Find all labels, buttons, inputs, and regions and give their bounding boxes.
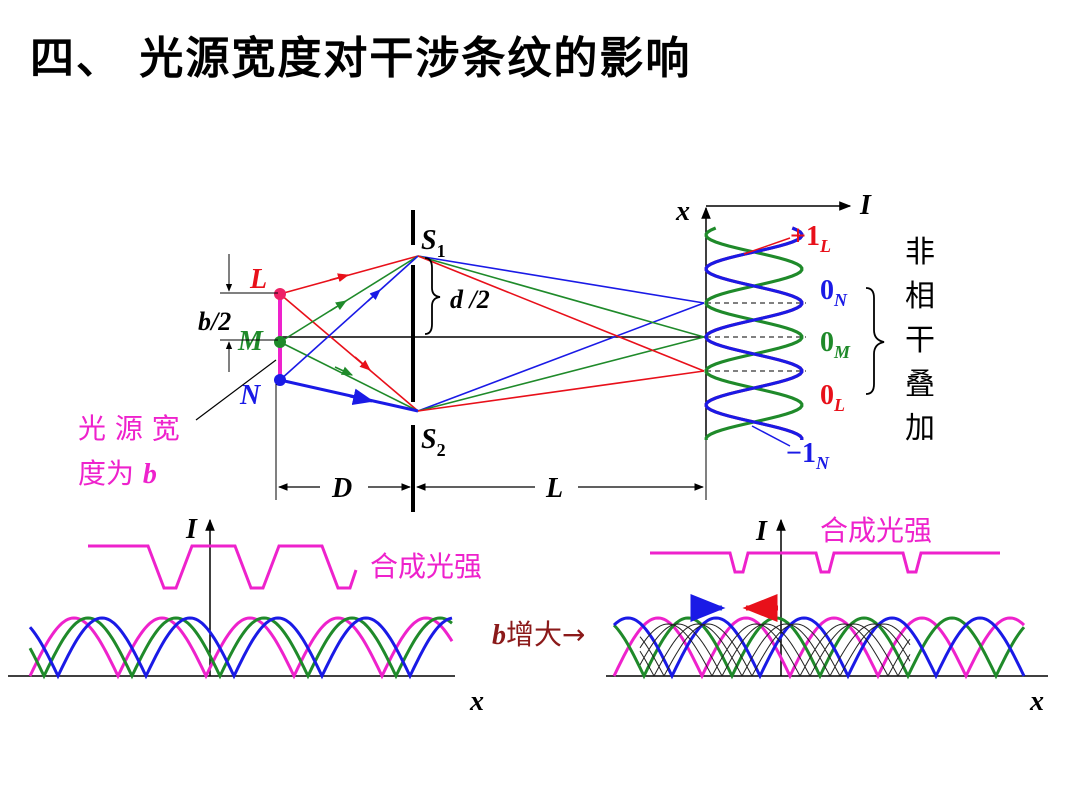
ray-S2-screen-blue — [417, 302, 705, 412]
source-width-line2-prefix: 度为 — [78, 457, 143, 490]
ray-S1-screen-blue — [417, 255, 705, 304]
label-S1-sub: 1 — [437, 241, 446, 261]
label-L: L — [249, 264, 267, 295]
ray-S2-screen-green — [417, 336, 705, 412]
label-S1-main: S — [421, 225, 437, 256]
label-N: N — [239, 380, 262, 411]
incoherent-char-5: 加 — [905, 411, 935, 446]
order-0N-main: 0 — [820, 275, 834, 306]
br-b-prefix: b — [492, 620, 506, 651]
label-D: D — [331, 473, 352, 504]
label-S1: S1 — [421, 225, 446, 261]
ray-arrow-M1 — [329, 300, 347, 312]
bl-resultant-curve — [88, 544, 358, 590]
slide-title: 四、 光源宽度对干涉条纹的影响 — [30, 33, 692, 84]
ray-S2-screen-red — [417, 370, 705, 412]
ray-N-S2 — [279, 378, 419, 413]
ray-S1-screen-green — [417, 255, 705, 338]
order-plus1L-sub: L — [819, 236, 831, 256]
order-0L-sub: L — [833, 395, 845, 415]
bl-component-curves — [28, 616, 454, 680]
br-component-curve-M — [612, 616, 1026, 680]
source-point-N — [274, 374, 286, 386]
source-point-L — [274, 288, 286, 300]
leader-minus1N — [751, 425, 791, 447]
fringe-curve-N — [704, 226, 804, 440]
source-point-M — [274, 336, 286, 348]
bl-component-curve-M — [28, 616, 453, 680]
order-minus1N-sub: N — [815, 453, 830, 473]
ray-M-S1 — [279, 255, 419, 343]
order-0N-sub: N — [833, 290, 848, 310]
label-source-width-line1: 光 源 宽 — [78, 412, 180, 445]
label-d-half: d /2 — [450, 285, 490, 314]
label-M: M — [237, 326, 264, 357]
ray-N-S1 — [279, 255, 419, 381]
ray-arrow-N2 — [349, 388, 375, 406]
br-component-curve-N — [612, 616, 1026, 680]
br-component-curves — [612, 616, 1026, 680]
incoherent-char-1: 非 — [905, 235, 935, 270]
ray-arrow-M2 — [334, 366, 354, 376]
fringe-curve-M — [704, 226, 804, 440]
order-label-plus1L: +1L — [790, 221, 831, 256]
label-b-half: b/2 — [198, 307, 231, 336]
order-0M-sub: M — [833, 342, 851, 362]
br-label-resultant: 合成光强 — [820, 514, 932, 547]
fringe-curves — [704, 226, 804, 440]
leader-plus1L — [743, 237, 791, 255]
ray-arrow-L2 — [354, 356, 371, 371]
label-S2-sub: 2 — [437, 440, 446, 460]
label-source-width-line2: 度为 b — [78, 457, 157, 490]
ray-S1-screen-red — [417, 255, 705, 372]
ray-L-S2 — [279, 293, 419, 412]
source-width-b: b — [143, 459, 157, 490]
bl-component-curve-N — [28, 616, 453, 680]
br-label-b-increase: b增大→ — [492, 618, 585, 651]
incoherent-char-3: 干 — [905, 323, 935, 358]
incoherent-char-2: 相 — [905, 279, 935, 314]
bl-component-curve-L — [28, 616, 454, 680]
br-label-x: x — [1029, 686, 1044, 717]
label-screen-I: I — [859, 190, 872, 221]
order-label-0N: 0N — [820, 275, 848, 310]
label-screen-x: x — [675, 196, 690, 227]
source-width-leader — [195, 359, 277, 421]
order-minus1N-main: −1 — [786, 438, 816, 469]
br-resultant-curve — [650, 551, 1000, 574]
br-intermediate-curve-4 — [639, 623, 911, 678]
order-label-0M: 0M — [820, 327, 851, 362]
order-0M-main: 0 — [820, 327, 834, 358]
label-S2: S2 — [421, 424, 446, 460]
br-b-increase: 增大→ — [506, 618, 585, 651]
label-S2-main: S — [421, 424, 437, 455]
bl-label-I: I — [185, 514, 198, 545]
order-label-0L: 0L — [820, 380, 845, 415]
order-label-minus1N: −1N — [786, 438, 830, 473]
ray-M-S2 — [279, 341, 419, 412]
order-0L-main: 0 — [820, 380, 834, 411]
d-half-brace — [424, 257, 441, 335]
ray-arrow-N1 — [367, 289, 381, 302]
label-L-distance: L — [545, 473, 563, 504]
incoherent-char-4: 叠 — [905, 367, 935, 402]
br-intermediate-curve-3 — [639, 623, 911, 678]
bl-label-x: x — [469, 686, 484, 717]
ray-arrow-L1 — [329, 273, 350, 283]
br-intermediate-curve-1 — [639, 623, 911, 678]
br-label-I: I — [755, 516, 768, 547]
order-plus1L-main: +1 — [790, 221, 820, 252]
bl-label-resultant: 合成光强 — [370, 550, 482, 583]
incoherent-brace — [865, 287, 885, 395]
br-intermediate-curve-2 — [639, 623, 911, 678]
